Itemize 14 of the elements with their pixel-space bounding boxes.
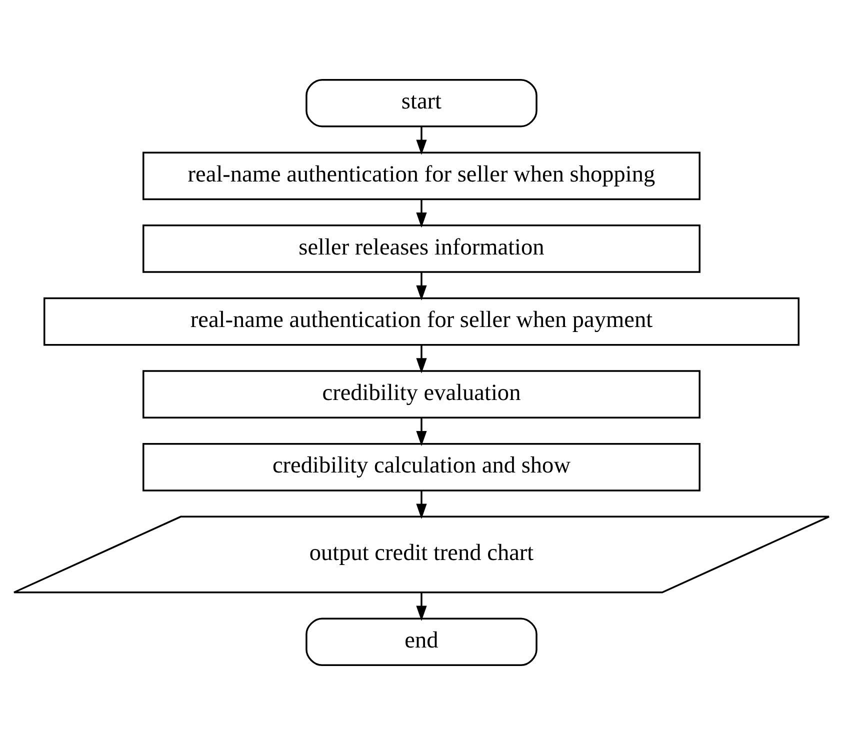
node-box: credibility calculation and show xyxy=(142,442,700,491)
arrow xyxy=(416,592,427,620)
arrow xyxy=(416,272,427,300)
arrow xyxy=(416,417,427,446)
node-box: real-name authentication for seller when payment xyxy=(44,296,800,346)
arrow xyxy=(416,490,427,518)
node-box: end xyxy=(306,617,538,666)
node-box: seller releases information xyxy=(142,224,700,272)
arrow xyxy=(416,199,427,228)
arrow xyxy=(416,126,427,154)
arrow xyxy=(416,344,427,373)
node-box: start xyxy=(306,78,538,127)
node-box: credibility evaluation xyxy=(142,370,700,418)
node-box: real-name authentication for seller when shopping xyxy=(142,151,700,200)
